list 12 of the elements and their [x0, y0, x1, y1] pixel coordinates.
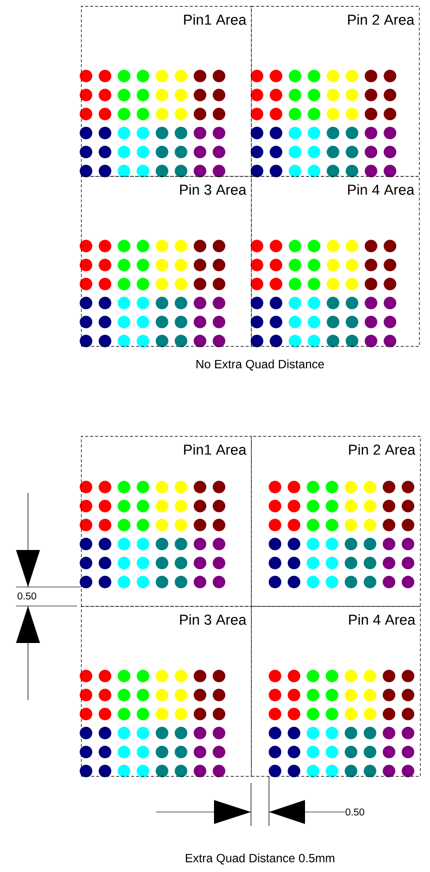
- caption: Extra Quad Distance 0.5mm: [186, 854, 334, 864]
- area-box: Pin 3 Area: [81, 606, 252, 777]
- area-box: Pin 4 Area: [251, 606, 421, 777]
- area-box: Pin 2 Area: [251, 436, 421, 607]
- area-box: Pin1 Area: [81, 6, 252, 177]
- area-box: Pin 4 Area: [251, 176, 420, 347]
- area-box: Pin 2 Area: [251, 6, 420, 177]
- area-box: Pin1 Area: [81, 436, 252, 607]
- dimension-label: 0.50: [18, 592, 36, 600]
- dimension-label: 0.50: [346, 808, 364, 816]
- area-box: Pin 3 Area: [81, 176, 252, 347]
- caption: No Extra Quad Distance: [196, 360, 324, 370]
